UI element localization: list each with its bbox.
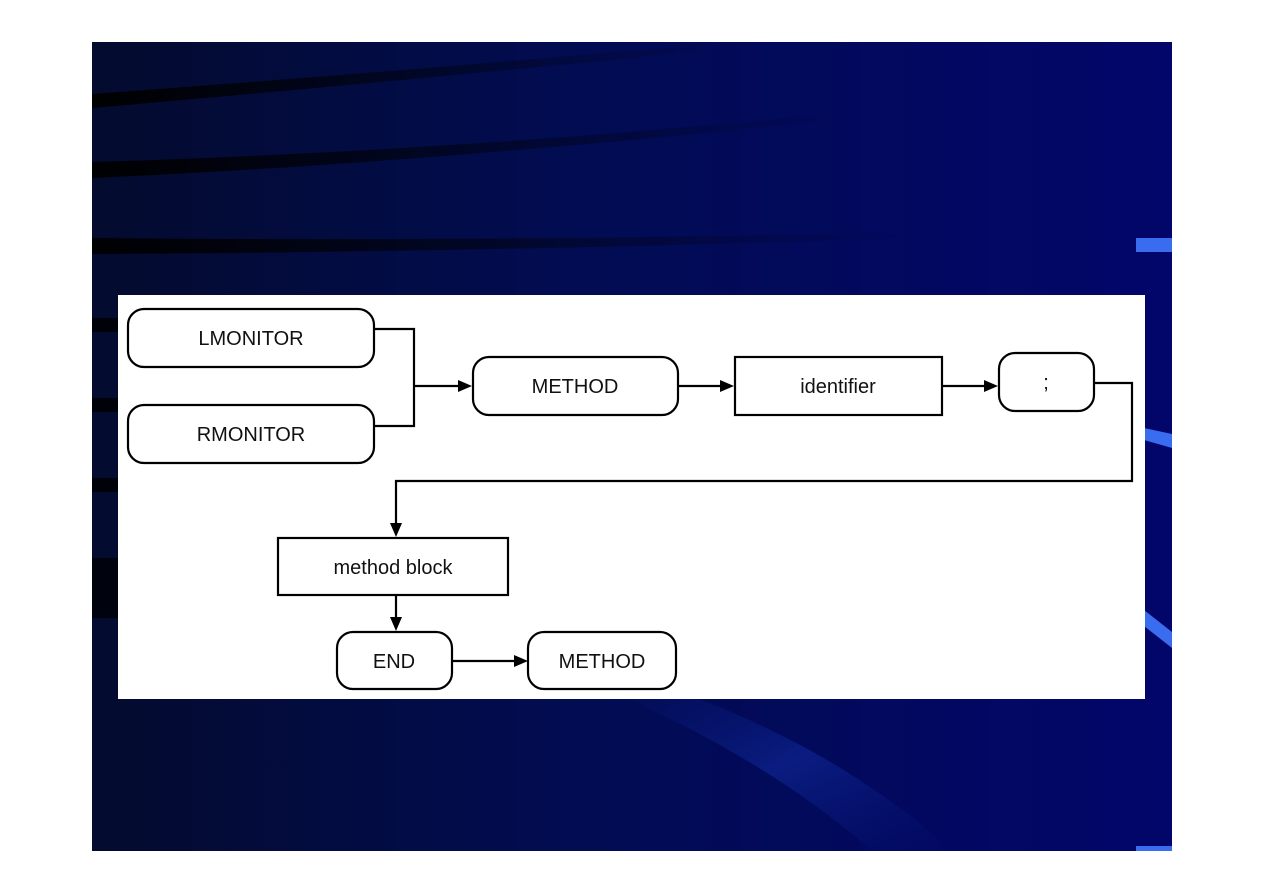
node-rmonitor: RMONITOR <box>126 403 376 465</box>
streak-7 <box>92 558 122 618</box>
streak-5 <box>92 398 122 412</box>
node-identifier: identifier <box>733 355 944 417</box>
streak-4 <box>92 318 122 332</box>
syntax-diagram-panel: LMONITOR RMONITOR METHOD identifier ; me… <box>118 295 1145 699</box>
streak-3 <box>92 232 912 254</box>
streak-1 <box>92 42 732 108</box>
node-method-keyword: METHOD <box>471 355 680 417</box>
arrowhead <box>984 380 998 392</box>
streak-2 <box>92 112 852 178</box>
node-end-method-keyword-label: METHOD <box>559 651 646 673</box>
accent-2 <box>1144 428 1172 448</box>
syntax-diagram: LMONITOR RMONITOR METHOD identifier ; me… <box>126 307 1134 691</box>
node-lmonitor: LMONITOR <box>126 307 376 369</box>
arrowhead <box>720 380 734 392</box>
node-lmonitor-label: LMONITOR <box>198 328 303 350</box>
arrowhead <box>390 523 402 537</box>
node-method-block: method block <box>276 536 510 597</box>
glow-streak <box>612 682 952 851</box>
node-semicolon-label: ; <box>1043 372 1049 394</box>
node-end-keyword: END <box>335 630 454 691</box>
connector-semicolon-block <box>394 381 1134 527</box>
node-rmonitor-label: RMONITOR <box>197 424 306 446</box>
arrowhead <box>390 617 402 631</box>
node-end-method-keyword: METHOD <box>526 630 678 691</box>
node-semicolon: ; <box>997 351 1096 413</box>
streak-6 <box>92 478 122 492</box>
connector-rmonitor <box>374 386 416 428</box>
connector-lmonitor <box>374 327 416 386</box>
node-method-block-label: method block <box>334 557 454 579</box>
node-method-keyword-label: METHOD <box>532 376 619 398</box>
slide-decoration <box>92 42 1172 851</box>
accent-3 <box>1144 610 1172 648</box>
arrowhead <box>514 655 528 667</box>
accent-1 <box>1136 238 1172 252</box>
arrowhead <box>458 380 472 392</box>
accent-4 <box>1136 846 1172 851</box>
node-end-keyword-label: END <box>373 651 415 673</box>
node-identifier-label: identifier <box>800 376 876 398</box>
